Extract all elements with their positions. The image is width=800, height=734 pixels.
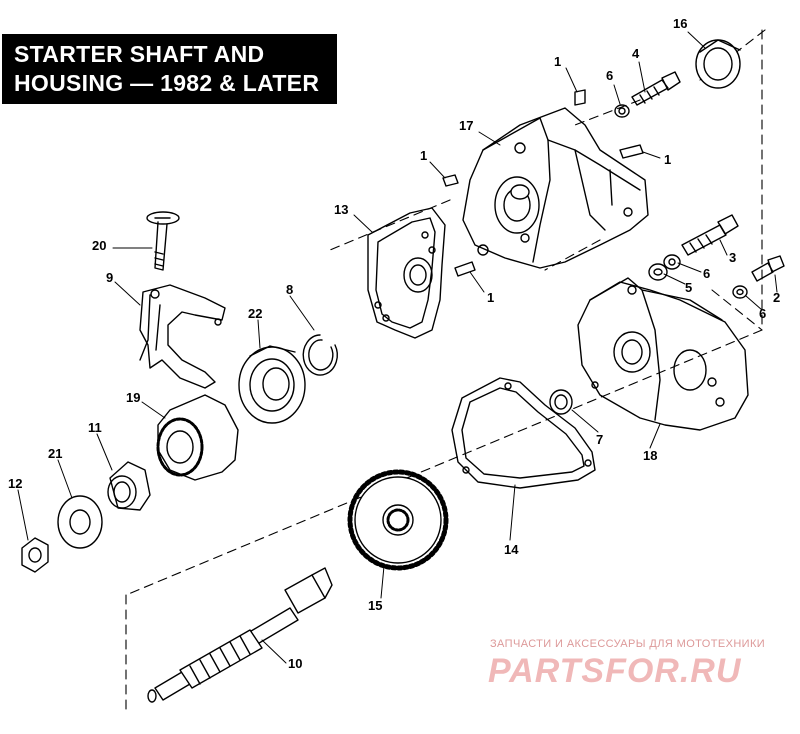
part-11-bushing <box>107 461 151 511</box>
callout-16: 16 <box>673 16 687 31</box>
callout-5: 5 <box>685 280 692 295</box>
watermark-tagline: ЗАПЧАСТИ И АКСЕССУАРЫ ДЛЯ МОТОТЕХНИКИ <box>490 638 766 650</box>
callout-1-right: 1 <box>664 152 671 167</box>
part-1-dowel-pins <box>442 89 644 277</box>
assembly-centerlines <box>125 29 766 716</box>
callout-6-right: 6 <box>759 306 766 321</box>
callout-3: 3 <box>729 250 736 265</box>
callout-18: 18 <box>643 448 657 463</box>
part-6-lockwasher-mid <box>663 254 681 270</box>
part-2-screw <box>751 255 785 282</box>
callout-22: 22 <box>248 306 262 321</box>
callout-14: 14 <box>504 542 519 557</box>
part-5-washer <box>648 263 668 281</box>
part-22-collar <box>238 345 306 424</box>
part-17-housing <box>462 107 649 269</box>
part-20-pin <box>146 211 180 271</box>
callout-1-top: 1 <box>554 54 561 69</box>
part-3-bolt <box>681 214 739 256</box>
title-line-1: STARTER SHAFT AND <box>14 41 265 67</box>
part-12-nut <box>21 537 49 573</box>
part-6-lockwasher-right <box>732 285 748 299</box>
part-16-seal <box>695 39 741 89</box>
leader-lines <box>17 31 778 664</box>
callout-12: 12 <box>8 476 22 491</box>
callout-9: 9 <box>106 270 113 285</box>
callout-17: 17 <box>459 118 473 133</box>
callout-8: 8 <box>286 282 293 297</box>
part-6-lockwasher-top <box>614 104 630 118</box>
callout-1-bottom: 1 <box>487 290 494 305</box>
callout-1-left: 1 <box>420 148 427 163</box>
callout-11: 11 <box>88 420 102 435</box>
callout-10: 10 <box>288 656 302 671</box>
title-line-2: HOUSING — 1982 & LATER <box>14 70 320 96</box>
callout-13: 13 <box>334 202 348 217</box>
part-14-gasket <box>451 377 596 489</box>
callout-4: 4 <box>632 46 640 61</box>
callout-20: 20 <box>92 238 106 253</box>
callout-2: 2 <box>773 290 780 305</box>
part-4-bolt <box>631 71 681 106</box>
callout-21: 21 <box>48 446 62 461</box>
watermark-logo: PARTSFOR.RU <box>488 652 742 690</box>
callout-15: 15 <box>368 598 382 613</box>
callout-7: 7 <box>596 432 603 447</box>
callout-19: 19 <box>126 390 140 405</box>
part-21-washer <box>57 495 103 549</box>
part-13-gasket <box>367 207 446 339</box>
part-10-shaft <box>147 567 333 703</box>
part-19-pinion <box>156 394 239 481</box>
part-9-fork <box>139 284 226 389</box>
callout-6-mid: 6 <box>703 266 710 281</box>
part-15-gear <box>347 469 449 571</box>
part-7-seal <box>549 389 573 415</box>
part-8-snap-ring <box>302 334 338 376</box>
diagram-title: STARTER SHAFT AND HOUSING — 1982 & LATER <box>2 34 337 104</box>
part-18-housing <box>577 277 749 431</box>
callout-numbers: 1 6 4 16 17 1 1 13 1 3 6 5 2 6 7 18 14 1… <box>8 16 780 671</box>
callout-6-top: 6 <box>606 68 613 83</box>
